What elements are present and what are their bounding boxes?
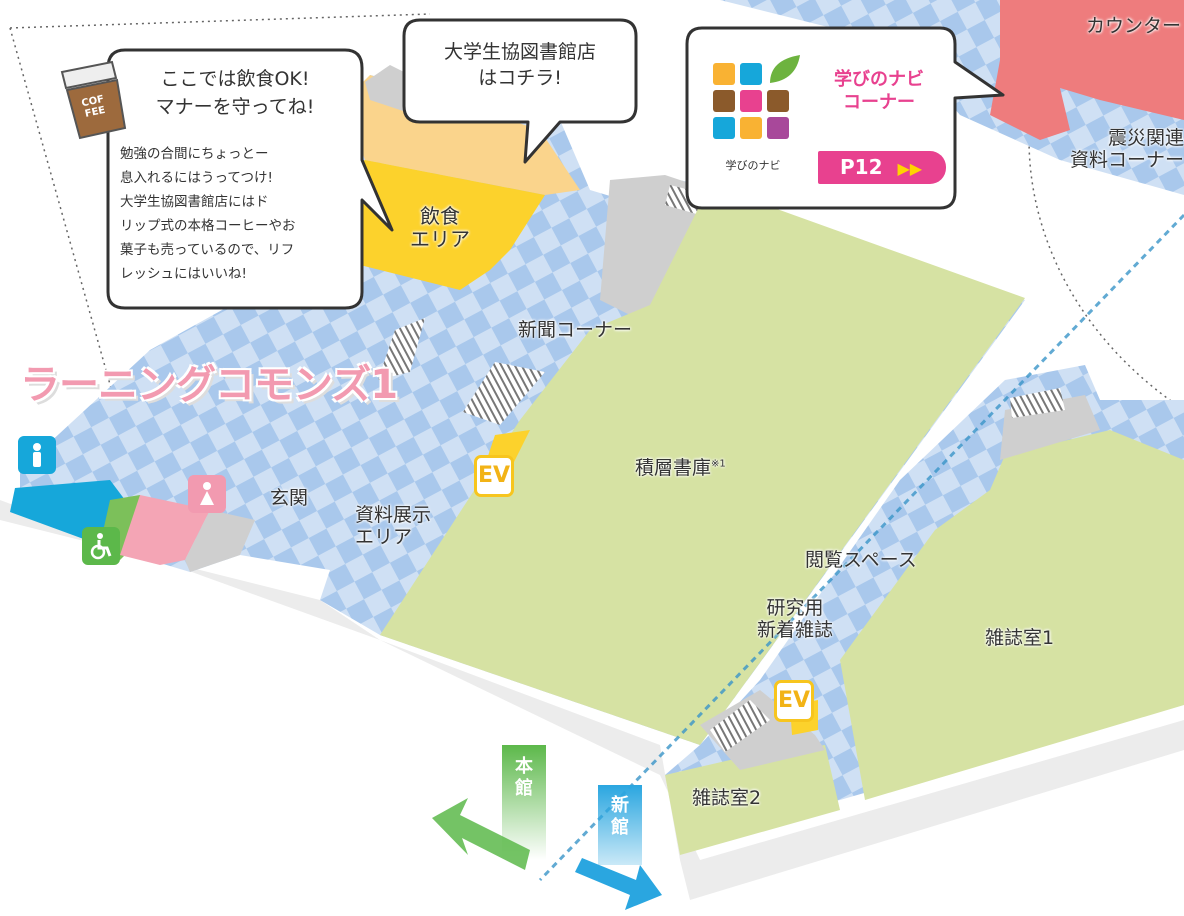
wheelchair-icon [90,533,112,560]
manabi-logo [713,55,800,139]
label-magazine-room-1: 雑誌室1 [985,627,1055,649]
womens-restroom-icon [188,475,226,513]
elevator-left: EV [474,455,514,497]
elevator-right: EV [774,680,814,722]
label-counter: カウンター [1086,15,1182,37]
stairs-right [1010,388,1065,418]
coffee-body: 勉強の合間にちょっとー 息入れるにはうってつけ! 大学生協図書館店にはド リップ… [120,146,296,282]
stacks-area [380,185,1025,745]
coffee-title-1: ここでは飲食OK! [160,68,310,90]
label-magazine-room-2: 雑誌室2 [692,787,762,809]
zone-boundary-left [9,13,431,421]
label-new-journals: 研究用 新着雑誌 [757,597,834,641]
double-arrow-icon: ▶▶ [897,159,923,178]
magazine-room-1 [840,430,1184,800]
stairs-left-2 [463,362,545,425]
accessible-restroom-icon [82,527,120,565]
learning-commons-title: ラーニングコモンズ1 [20,362,398,408]
main-building-label: 本館 [515,756,533,799]
mens-restroom-icon [18,436,56,474]
male-figure-icon [33,443,41,467]
coffee-bubble [106,48,394,310]
coffee-title-2: マナーを守ってね! [155,96,315,118]
label-dining-area: 飲食 エリア [410,204,470,251]
magazine-room-2 [665,745,840,855]
building-divider [538,213,1184,882]
coop-bubble-text: 大学生協図書館店 はコチラ! [443,41,596,89]
manabi-page-link[interactable]: P12 ▶▶ [818,151,946,184]
stacks-note: ※1 [711,458,726,470]
stairs-left-1 [378,318,425,380]
label-exhibition-area: 資料展示 エリア [355,504,432,548]
label-stacks: 積層書庫※1 [635,457,726,480]
label-entrance: 玄関 [270,487,309,509]
counter-area [990,0,1184,140]
coop-bubble [402,18,638,164]
stair-block-bottom [700,690,825,770]
restroom-womens [120,495,210,565]
manabi-title: 学びのナビ コーナー [834,69,924,114]
stair-core-top [600,175,710,320]
coffee-cup-icon [60,60,127,140]
label-newspaper-corner: 新聞コーナー [518,319,633,341]
label-reading-space: 閲覧スペース [805,549,917,571]
manabi-page-ref: P12 [840,155,883,179]
stacks-name: 積層書庫 [635,457,712,479]
new-building-arrow [575,785,662,910]
label-disaster-corner: 震災関連 資料コーナー [1069,128,1184,171]
building-shadow [0,500,1184,900]
stairs-bottom [710,700,770,752]
main-building-arrow [432,745,546,870]
manabi-logo-caption: 学びのナビ [725,159,781,172]
dining-area [340,160,545,290]
new-building-label: 新館 [611,795,629,838]
restroom-gray [185,510,255,572]
female-figure-icon [200,482,214,505]
